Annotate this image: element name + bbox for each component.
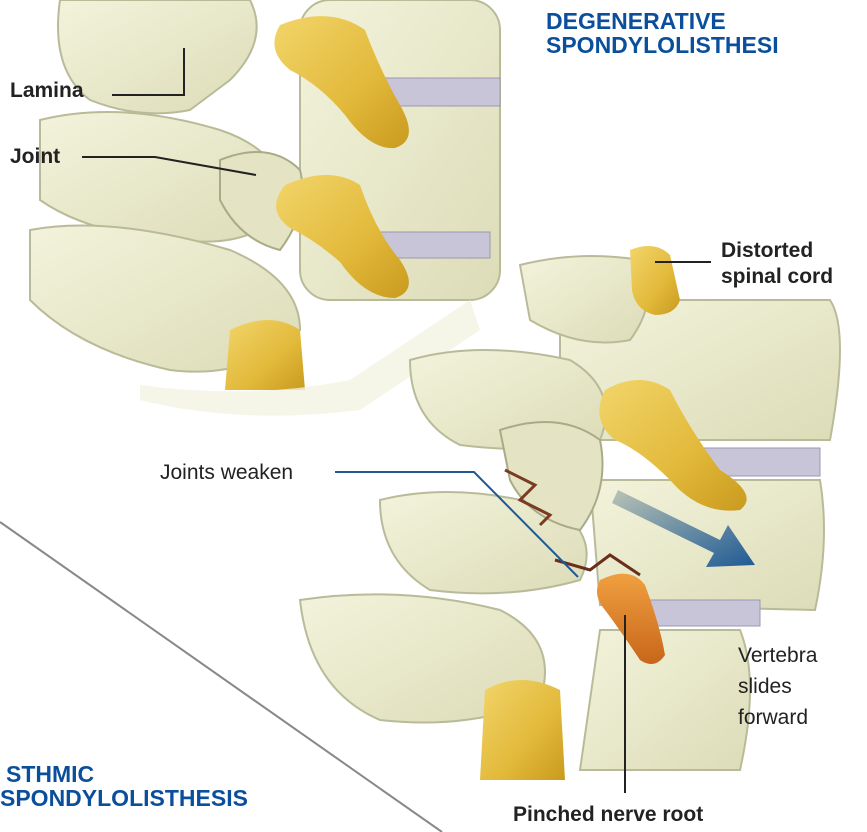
vertebra-label-line-3: forward bbox=[738, 702, 817, 733]
distorted-spinal-cord-label-line-2: spinal cord bbox=[721, 264, 833, 290]
lamina-label: Lamina bbox=[10, 78, 84, 104]
upper-spine bbox=[30, 0, 500, 416]
degenerative-title-line-2: SPONDYLOLISTHESI bbox=[546, 33, 779, 57]
degenerative-title: DEGENERATIVE SPONDYLOLISTHESI bbox=[546, 9, 779, 57]
joint-label: Joint bbox=[10, 144, 60, 170]
pinched-nerve-root-label: Pinched nerve root bbox=[513, 802, 703, 828]
vertebra-label-line-1: Vertebra bbox=[738, 640, 817, 671]
isthmic-title-line-1: STHMIC bbox=[0, 762, 248, 786]
lower-process bbox=[520, 256, 648, 343]
upper-disc bbox=[380, 232, 490, 258]
upper-lamina bbox=[58, 0, 257, 113]
lower-vertebral-body bbox=[580, 630, 750, 770]
vertebra-slides-forward-label: Vertebra slides forward bbox=[738, 640, 817, 733]
distorted-spinal-cord-label-line-1: Distorted bbox=[721, 238, 833, 264]
upper-cord-segment bbox=[225, 320, 305, 390]
vertebra-label-line-2: slides bbox=[738, 671, 817, 702]
joints-weaken-label: Joints weaken bbox=[160, 460, 293, 486]
lower-disc bbox=[640, 600, 760, 626]
distorted-spinal-cord-label: Distorted spinal cord bbox=[721, 238, 833, 290]
lower-cord-segment bbox=[480, 680, 565, 780]
degenerative-title-line-1: DEGENERATIVE bbox=[546, 9, 779, 33]
isthmic-title-line-2: SPONDYLOLISTHESIS bbox=[0, 786, 248, 810]
isthmic-title: STHMIC SPONDYLOLISTHESIS bbox=[0, 762, 248, 810]
